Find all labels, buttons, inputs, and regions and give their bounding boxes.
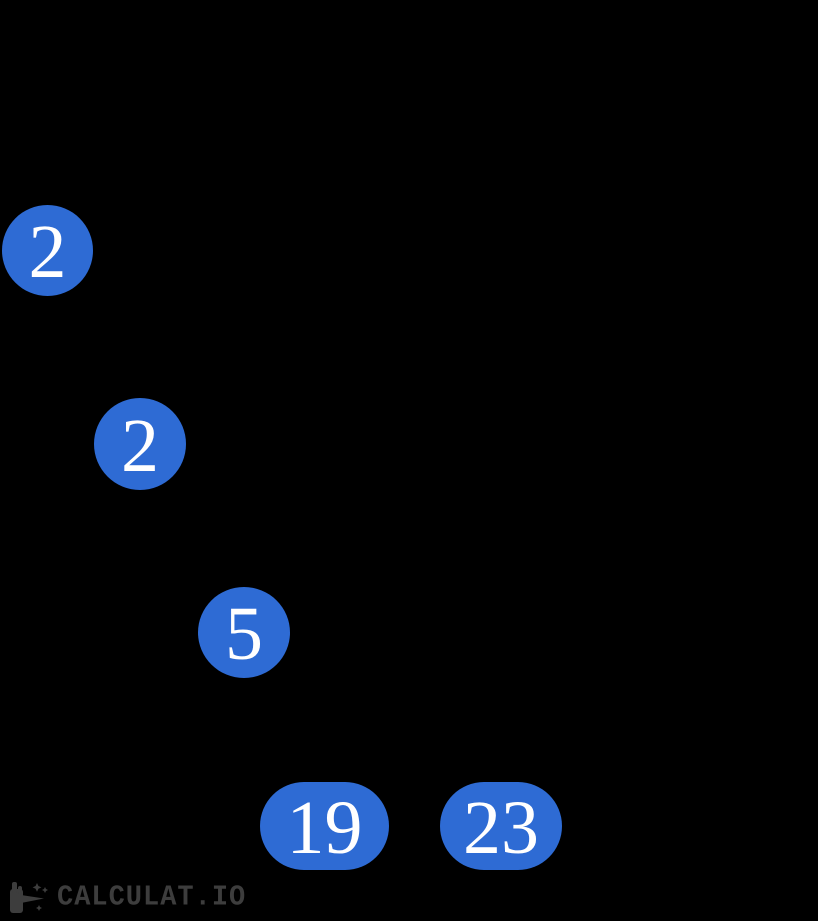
factor-node-2-level2: 2 <box>94 398 186 490</box>
pointing-hand-with-sparkles-icon <box>10 882 48 913</box>
factor-node-19-level4: 19 <box>260 782 389 870</box>
factor-node-5-level3: 5 <box>198 587 290 678</box>
watermark: CALCULAT.IO <box>8 878 246 918</box>
watermark-brand-text: CALCULAT.IO <box>57 882 247 914</box>
factor-node-23-level4: 23 <box>440 782 562 870</box>
factor-node-2-level1: 2 <box>2 205 93 296</box>
